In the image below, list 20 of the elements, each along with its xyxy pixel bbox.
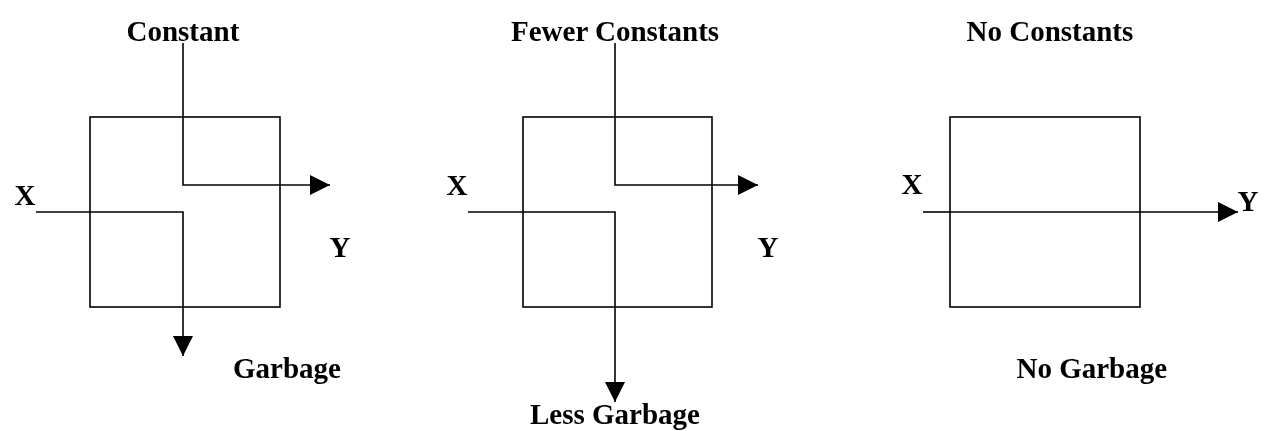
node-label: Constant [126, 14, 240, 48]
text-label: No Garbage [1016, 351, 1168, 385]
node-label: Y [329, 230, 351, 264]
text-label: No Constants [966, 14, 1134, 48]
arrow [279, 175, 331, 195]
node-label: X [14, 178, 36, 212]
node-label: Y [1237, 184, 1259, 218]
gate-drawing [949, 116, 1141, 308]
node-label: Fewer Constants [511, 14, 720, 48]
node-label: Y [757, 230, 779, 264]
arrow [711, 175, 759, 195]
arrow [1139, 202, 1239, 222]
arrow [173, 306, 193, 357]
arrow [605, 306, 625, 403]
node-label: Garbage [233, 351, 341, 385]
node-label: X [901, 167, 923, 201]
node-label: X [446, 168, 468, 202]
gate-drawing [522, 116, 713, 308]
gate-drawing [89, 116, 281, 308]
node-label: Less Garbage [530, 397, 700, 431]
